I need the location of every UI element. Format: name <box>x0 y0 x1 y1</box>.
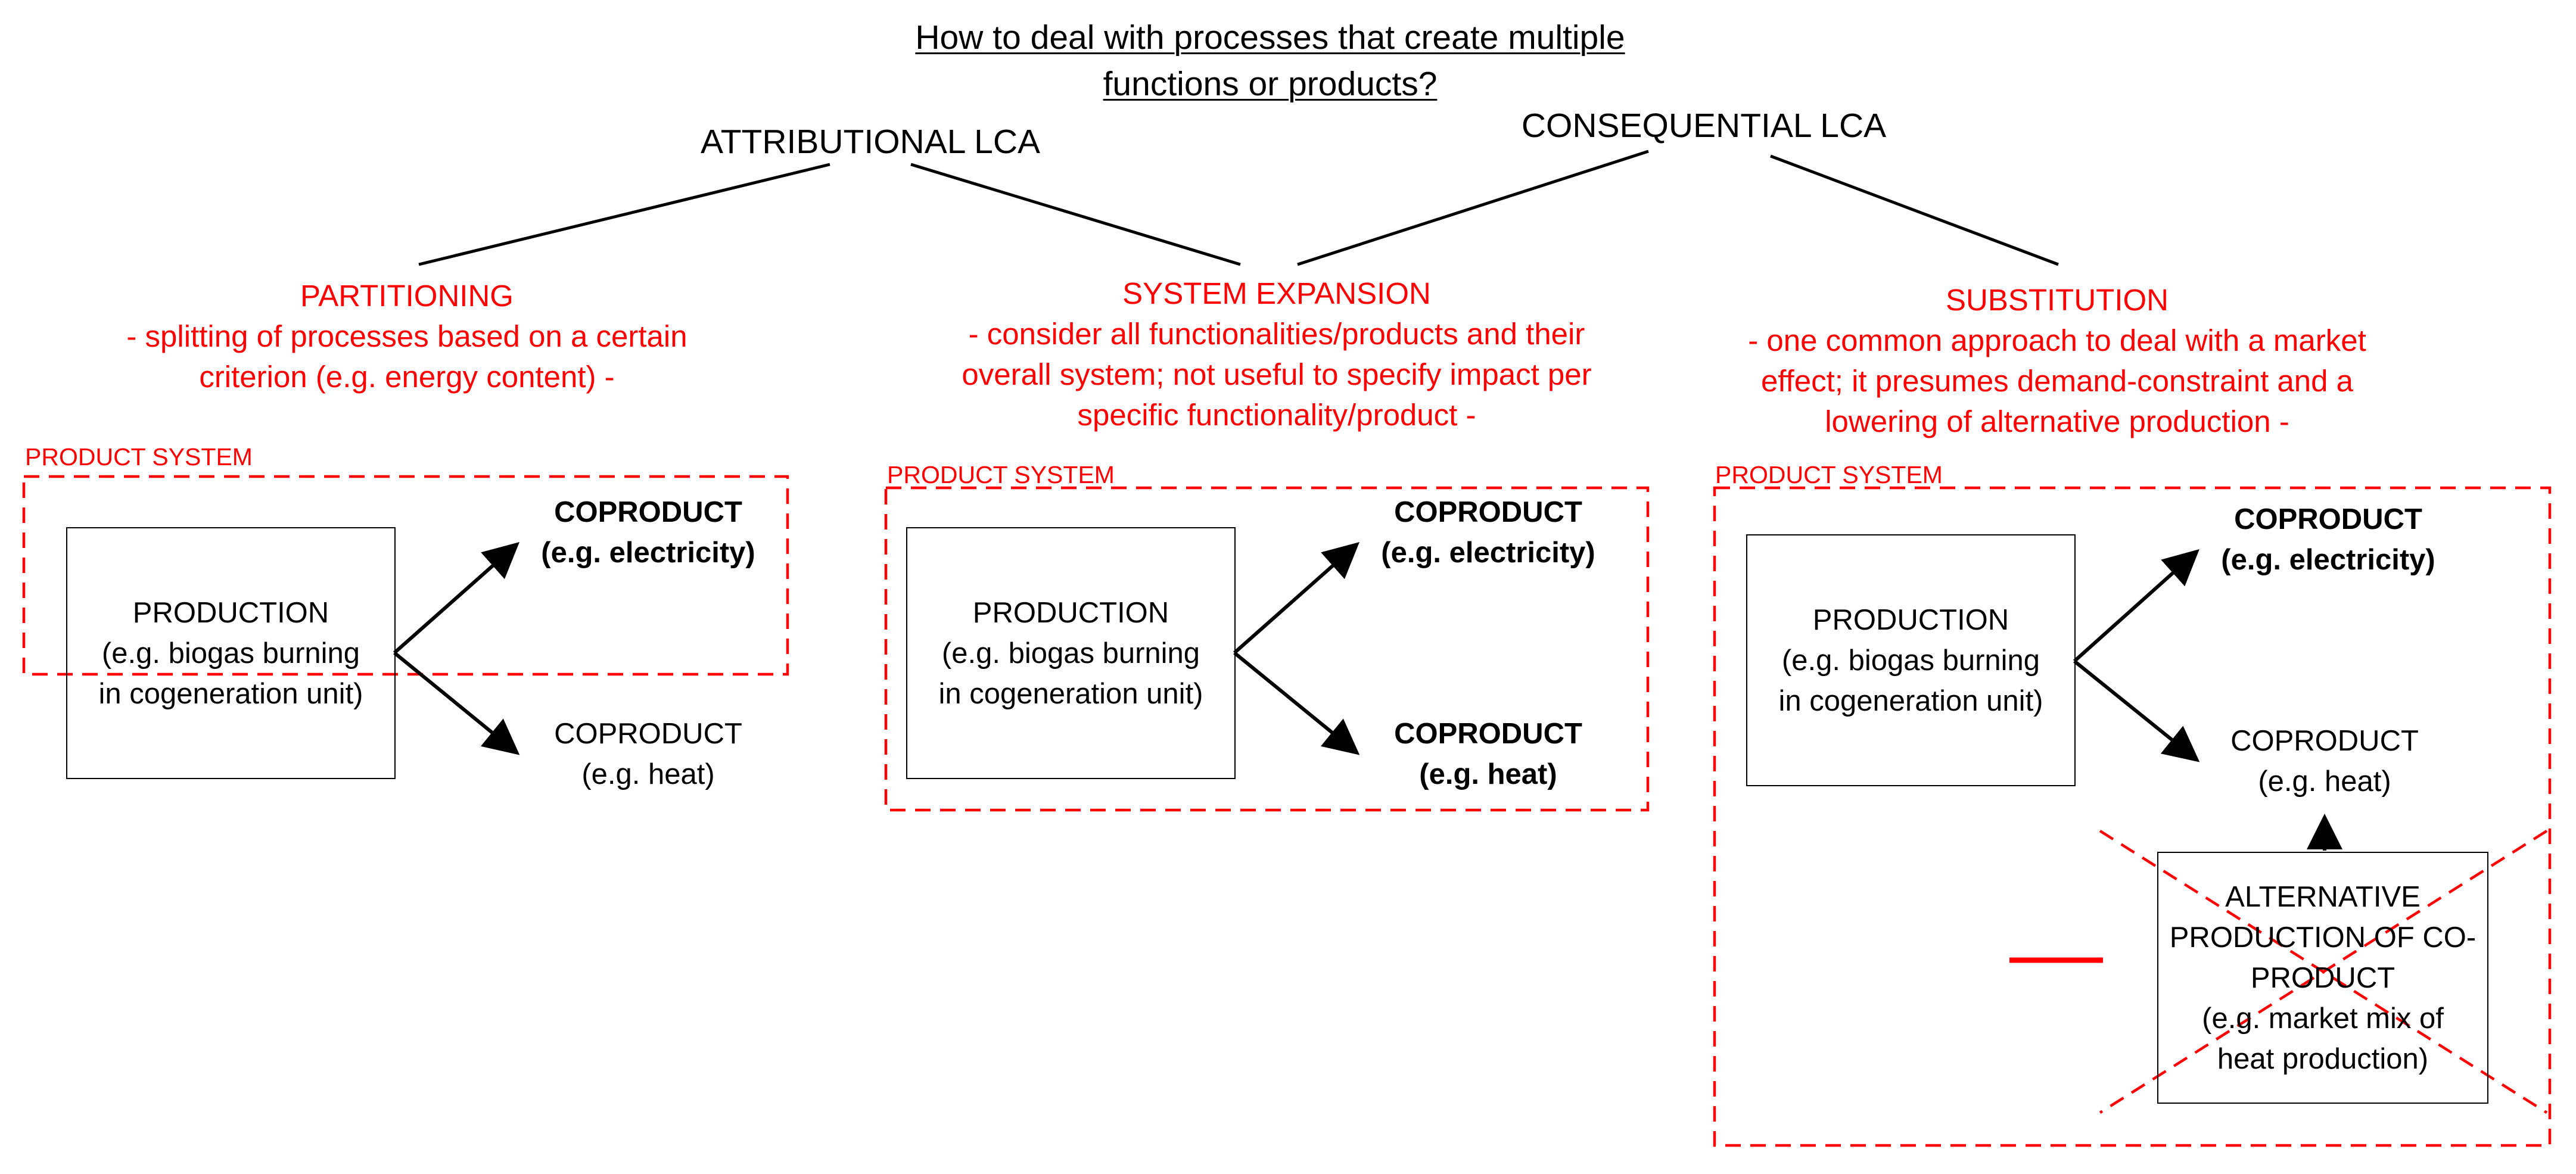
product-system-boundary-partitioning <box>22 475 789 676</box>
production-box-substitution: PRODUCTION (e.g. biogas burning in cogen… <box>1746 534 2076 786</box>
coproduct-heat-partitioning: COPRODUCT (e.g. heat) <box>529 714 767 795</box>
coproduct-example: (e.g. heat) <box>581 758 715 790</box>
method-substitution-desc-1: - one common approach to deal with a mar… <box>1748 323 2366 357</box>
coproduct-example: (e.g. electricity) <box>541 537 755 569</box>
alternative-production-line-2: PRODUCTION OF CO- <box>2169 921 2477 954</box>
method-partitioning-desc-1: - splitting of processes based on a cert… <box>126 319 687 353</box>
method-substitution-name: SUBSTITUTION <box>1945 283 2169 317</box>
diagram-title: How to deal with processes that create m… <box>734 14 1806 107</box>
product-system-label-system-expansion: PRODUCT SYSTEM <box>887 461 1115 488</box>
cross-line-2 <box>2099 830 2548 1114</box>
method-partitioning-desc-2: criterion (e.g. energy content) - <box>199 360 615 394</box>
product-system-label-partitioning: PRODUCT SYSTEM <box>25 443 253 471</box>
method-substitution: SUBSTITUTION - one common approach to de… <box>1670 280 2444 442</box>
arrow-to-heat-3 <box>2073 659 2200 762</box>
production-example-1: (e.g. biogas burning <box>1781 644 2040 677</box>
production-label: PRODUCTION <box>972 596 1169 629</box>
coproduct-example: (e.g. heat) <box>2258 765 2391 798</box>
alternative-production-line-1: ALTERNATIVE <box>2225 880 2421 913</box>
tree-line-consequential-system-expansion <box>1297 150 1649 266</box>
production-box-system-expansion: PRODUCTION (e.g. biogas burning in cogen… <box>906 527 1236 779</box>
method-partitioning-name: PARTITIONING <box>300 279 514 313</box>
production-example-2: in cogeneration unit) <box>1778 684 2043 717</box>
method-system-expansion-desc-2: overall system; not useful to specify im… <box>962 357 1592 391</box>
consequential-lca-label: CONSEQUENTIAL LCA <box>1521 107 1887 145</box>
production-label: PRODUCTION <box>1812 603 2009 636</box>
production-label: PRODUCTION <box>132 596 329 629</box>
alternative-production-line-3: PRODUCT <box>2250 961 2395 994</box>
coproduct-label: COPRODUCT <box>2230 725 2419 757</box>
coproduct-label: COPRODUCT <box>554 496 742 528</box>
coproduct-example: (e.g. electricity) <box>2221 544 2435 576</box>
arrow-to-heat-1 <box>393 651 520 755</box>
alternative-production-line-5: heat production) <box>2217 1042 2429 1075</box>
production-box-partitioning: PRODUCTION (e.g. biogas burning in cogen… <box>66 527 396 779</box>
product-system-boundary-substitution <box>1713 486 2552 1147</box>
alternative-production-box: ALTERNATIVE PRODUCTION OF CO- PRODUCT (e… <box>2157 852 2488 1104</box>
coproduct-electricity-system-expansion: COPRODUCT (e.g. electricity) <box>1369 492 1607 573</box>
coproduct-label: COPRODUCT <box>554 718 742 750</box>
alternative-production-line-4: (e.g. market mix of <box>2202 1002 2444 1035</box>
coproduct-example: (e.g. heat) <box>1419 758 1557 790</box>
diagram-title-line2: functions or products? <box>1103 65 1438 103</box>
method-system-expansion-name: SYSTEM EXPANSION <box>1122 276 1431 310</box>
method-system-expansion: SYSTEM EXPANSION - consider all function… <box>889 273 1664 435</box>
diagram-title-line1: How to deal with processes that create m… <box>915 18 1625 57</box>
production-example-1: (e.g. biogas burning <box>941 637 1200 669</box>
method-system-expansion-desc-1: - consider all functionalities/products … <box>968 317 1585 351</box>
method-substitution-desc-3: lowering of alternative production - <box>1825 404 2289 438</box>
coproduct-label: COPRODUCT <box>2234 503 2422 535</box>
production-example-2: in cogeneration unit) <box>938 677 1203 710</box>
product-system-label-substitution: PRODUCT SYSTEM <box>1715 461 1943 488</box>
arrow-to-heat-2 <box>1233 651 1360 755</box>
coproduct-electricity-substitution: COPRODUCT (e.g. electricity) <box>2209 499 2447 580</box>
product-system-boundary-system-expansion <box>884 486 1650 812</box>
coproduct-electricity-partitioning: COPRODUCT (e.g. electricity) <box>529 492 767 573</box>
method-partitioning: PARTITIONING - splitting of processes ba… <box>49 276 764 397</box>
tree-line-consequential-substitution <box>1770 154 2059 266</box>
arrow-to-electricity-3 <box>2073 549 2199 663</box>
coproduct-heat-system-expansion: COPRODUCT (e.g. heat) <box>1369 714 1607 795</box>
attributional-lca-label: ATTRIBUTIONAL LCA <box>700 123 1041 161</box>
coproduct-label: COPRODUCT <box>1394 718 1582 750</box>
coproduct-heat-substitution: COPRODUCT (e.g. heat) <box>2205 721 2444 802</box>
production-example-1: (e.g. biogas burning <box>101 637 360 669</box>
tree-line-attributional-partitioning <box>418 163 830 266</box>
tree-line-attributional-system-expansion <box>910 163 1241 266</box>
method-system-expansion-desc-3: specific functionality/product - <box>1077 398 1476 432</box>
coproduct-example: (e.g. electricity) <box>1381 537 1595 569</box>
arrow-to-electricity-2 <box>1233 542 1359 655</box>
production-example-2: in cogeneration unit) <box>98 677 363 710</box>
coproduct-label: COPRODUCT <box>1394 496 1582 528</box>
arrow-to-electricity-1 <box>393 542 519 655</box>
method-substitution-desc-2: effect; it presumes demand-constraint an… <box>1760 364 2354 398</box>
